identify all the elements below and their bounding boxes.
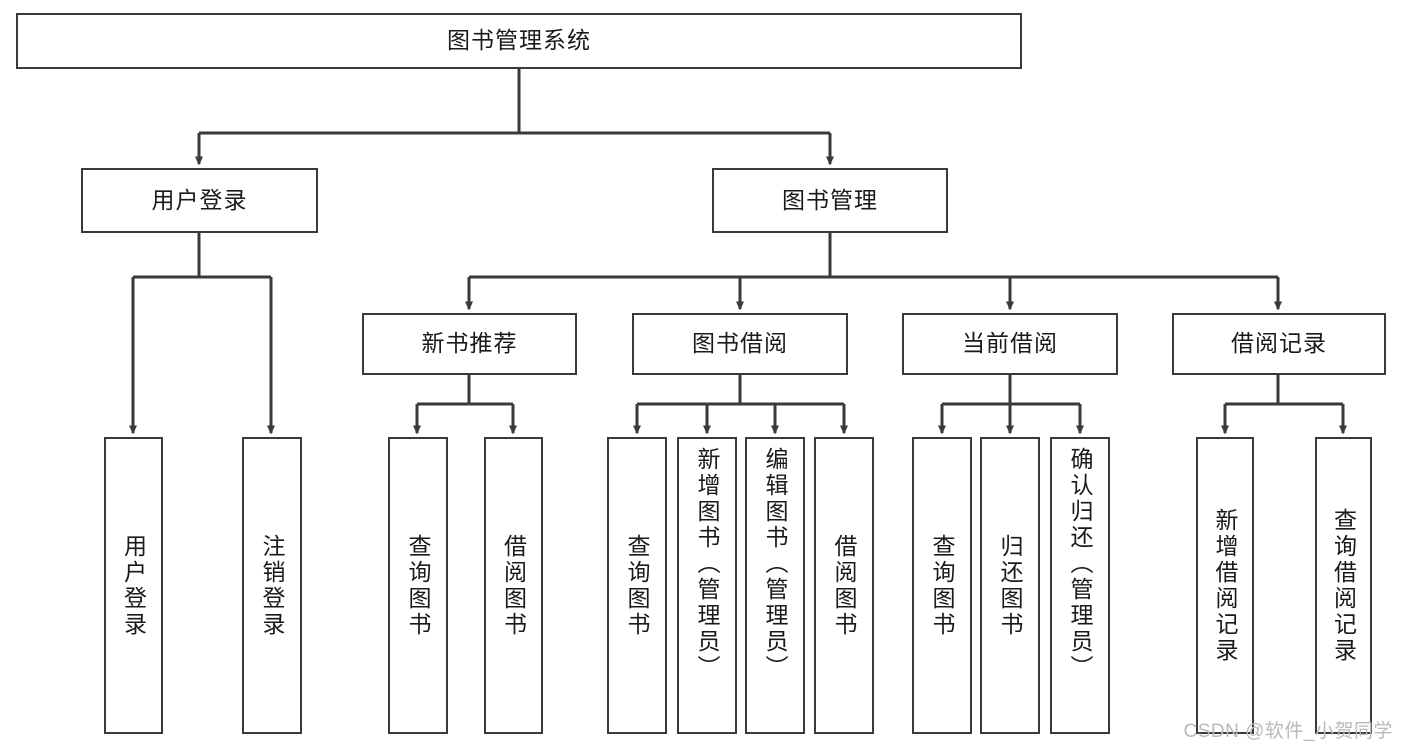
- node-leaf-add-book[interactable]: 新增图书（管理员）: [677, 437, 737, 734]
- node-leaf-logout-login-label: 注销登录: [259, 533, 285, 638]
- node-leaf-user-login[interactable]: 用户登录: [104, 437, 163, 734]
- node-leaf-return-book-label: 归还图书: [997, 533, 1023, 638]
- node-current-borrow[interactable]: 当前借阅: [902, 313, 1118, 375]
- node-new-book-recommend[interactable]: 新书推荐: [362, 313, 577, 375]
- node-leaf-return-book[interactable]: 归还图书: [980, 437, 1040, 734]
- node-leaf-confirm-return-label: 确认归还（管理员）: [1067, 447, 1093, 681]
- node-root-label: 图书管理系统: [447, 27, 591, 54]
- watermark-text: CSDN @软件_小贺同学: [1183, 721, 1393, 742]
- node-leaf-edit-book-label: 编辑图书（管理员）: [762, 447, 788, 681]
- node-borrow-record-label: 借阅记录: [1231, 330, 1327, 357]
- node-leaf-query-borrow-record-label: 查询借阅记录: [1330, 507, 1357, 664]
- node-book-borrow[interactable]: 图书借阅: [632, 313, 848, 375]
- node-book-manage[interactable]: 图书管理: [712, 168, 948, 233]
- node-leaf-add-borrow-record-label: 新增借阅记录: [1212, 507, 1238, 664]
- node-book-manage-label: 图书管理: [782, 186, 878, 213]
- node-leaf-borrow-book-1-label: 借阅图书: [500, 533, 527, 638]
- node-current-borrow-label: 当前借阅: [962, 330, 1058, 357]
- node-leaf-query-book-3[interactable]: 查询图书: [912, 437, 972, 734]
- node-leaf-borrow-book-2-label: 借阅图书: [831, 533, 857, 638]
- node-leaf-confirm-return[interactable]: 确认归还（管理员）: [1050, 437, 1110, 734]
- node-leaf-query-book-3-label: 查询图书: [929, 533, 955, 638]
- node-borrow-record[interactable]: 借阅记录: [1172, 313, 1386, 375]
- node-leaf-query-book-2-label: 查询图书: [624, 533, 650, 638]
- node-leaf-query-book-1[interactable]: 查询图书: [388, 437, 448, 734]
- node-leaf-borrow-book-2[interactable]: 借阅图书: [814, 437, 874, 734]
- node-user-login-label: 用户登录: [151, 186, 248, 213]
- node-leaf-logout-login[interactable]: 注销登录: [242, 437, 302, 734]
- node-user-login[interactable]: 用户登录: [81, 168, 318, 233]
- node-leaf-user-login-label: 用户登录: [120, 533, 147, 638]
- node-leaf-edit-book[interactable]: 编辑图书（管理员）: [745, 437, 805, 734]
- node-leaf-query-book-1-label: 查询图书: [405, 533, 431, 638]
- node-leaf-add-borrow-record[interactable]: 新增借阅记录: [1196, 437, 1254, 734]
- node-leaf-add-book-label: 新增图书（管理员）: [694, 447, 720, 681]
- node-leaf-query-book-2[interactable]: 查询图书: [607, 437, 667, 734]
- node-book-borrow-label: 图书借阅: [692, 330, 788, 357]
- node-leaf-borrow-book-1[interactable]: 借阅图书: [484, 437, 543, 734]
- node-root[interactable]: 图书管理系统: [16, 13, 1022, 69]
- node-new-book-recommend-label: 新书推荐: [421, 330, 518, 357]
- node-leaf-query-borrow-record[interactable]: 查询借阅记录: [1315, 437, 1372, 734]
